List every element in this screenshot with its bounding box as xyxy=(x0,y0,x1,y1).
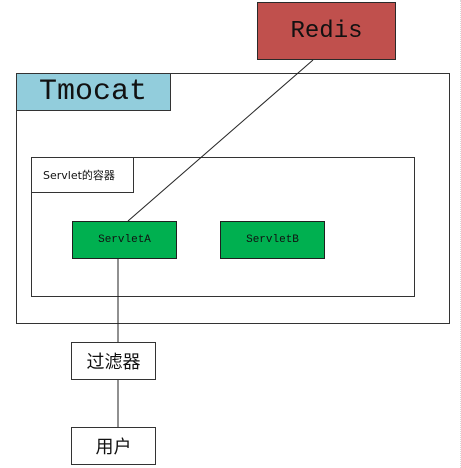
filter-node: 过滤器 xyxy=(71,342,156,380)
servlet-a-node: ServletA xyxy=(72,221,177,259)
redis-node: Redis xyxy=(257,2,396,60)
servlet-b-node: ServletB xyxy=(220,221,325,259)
user-node: 用户 xyxy=(71,427,156,465)
servlet-container-label: Servlet的容器 xyxy=(31,157,134,193)
tomcat-label: Tmocat xyxy=(16,73,171,111)
